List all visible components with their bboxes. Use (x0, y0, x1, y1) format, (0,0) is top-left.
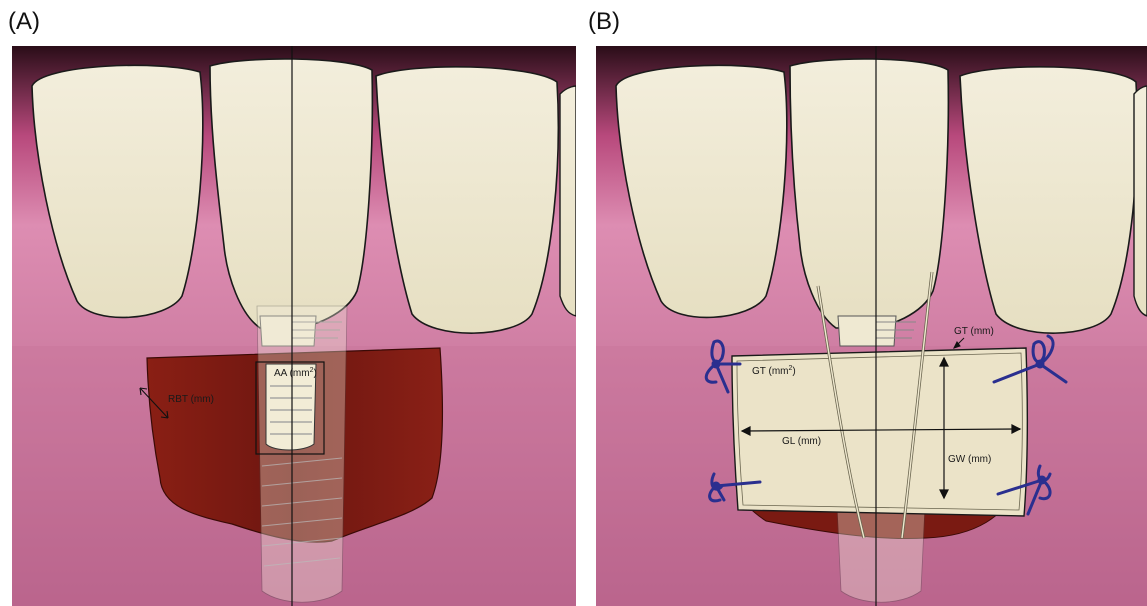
right-lateral-tooth (1134, 86, 1147, 316)
implant-crown (790, 59, 948, 328)
panel-a: AA (mm2) RBT (mm) (12, 46, 576, 606)
gt-label: GT (mm) (954, 326, 994, 337)
panel-b-label: (B) (588, 8, 620, 36)
gw-label: GW (mm) (948, 454, 991, 465)
panel-b: GL (mm) GW (mm) GT (mm2) GT (mm) (596, 46, 1147, 606)
rbt-label: RBT (mm) (168, 394, 214, 405)
gl-label: GL (mm) (782, 436, 821, 447)
panel-a-label: (A) (8, 8, 40, 36)
implant-crown (210, 59, 372, 328)
abutment (838, 316, 896, 346)
right-lateral-tooth (560, 86, 576, 316)
